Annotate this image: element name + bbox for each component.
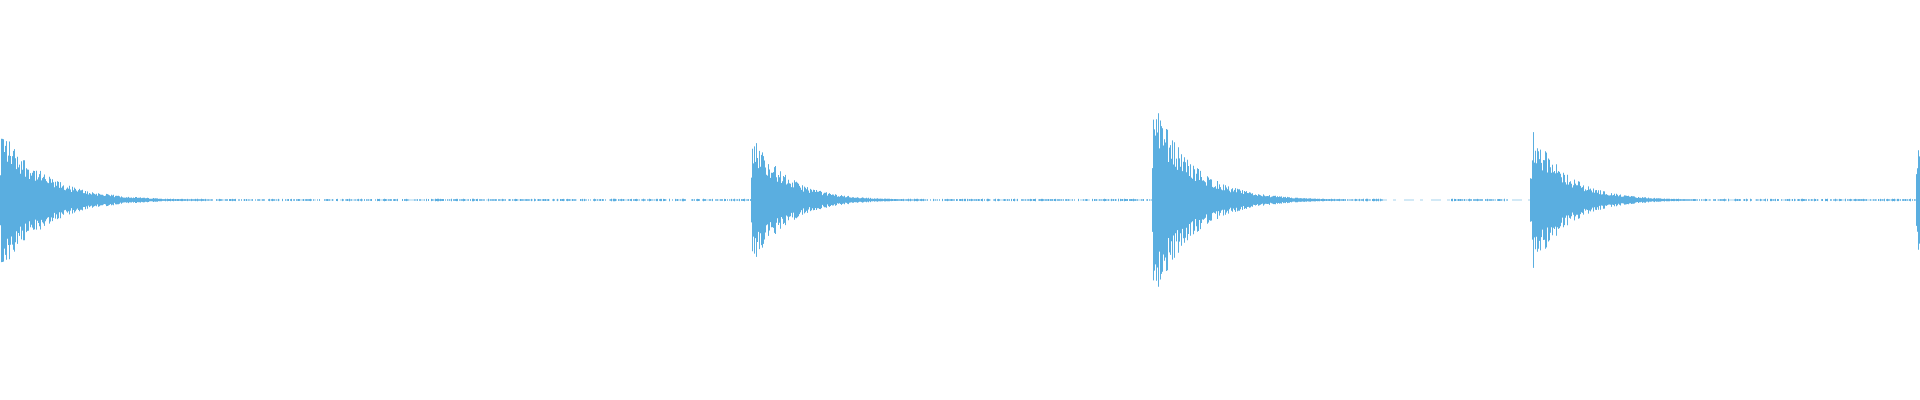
waveform-samples: [0, 113, 1920, 287]
waveform-path: [0, 113, 1920, 287]
